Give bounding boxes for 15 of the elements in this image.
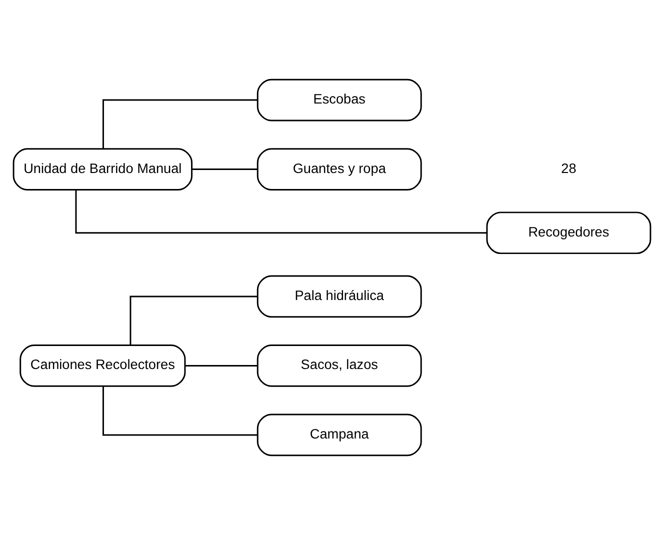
connector <box>129 296 257 345</box>
node-box: Recogedores <box>486 212 651 254</box>
node-box: Pala hidráulica <box>256 275 422 318</box>
node-box: Escobas <box>256 78 422 122</box>
node-box: Campana <box>256 414 422 456</box>
connector <box>102 386 257 436</box>
connector <box>191 168 257 170</box>
node-box: Camiones Recolectores <box>19 344 186 387</box>
connector <box>74 190 486 234</box>
connector <box>184 364 258 366</box>
label: 28 <box>560 160 576 176</box>
connector <box>102 99 257 149</box>
node-box: Unidad de Barrido Manual <box>12 148 192 190</box>
node-box: Guantes y ropa <box>256 148 422 190</box>
node-box: Sacos, lazos <box>256 344 422 387</box>
